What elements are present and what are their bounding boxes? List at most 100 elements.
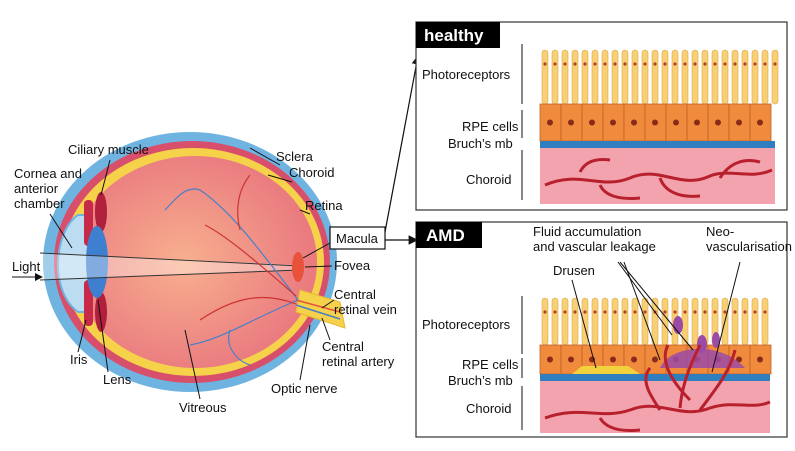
amd-label-neo: Neo-vascularisation [706, 224, 792, 254]
photoreceptor [761, 49, 769, 105]
healthy-label-bruch: Bruch’s mb [448, 136, 513, 151]
photoreceptor [751, 49, 759, 105]
photoreceptor-nucleus [603, 62, 607, 66]
photoreceptor [611, 49, 619, 105]
photoreceptor-nucleus [573, 310, 577, 314]
photoreceptor [731, 297, 739, 346]
rpe-nucleus [715, 119, 721, 126]
rpe-layer-amd [539, 344, 772, 375]
photoreceptor [661, 49, 669, 105]
photoreceptor-nucleus [633, 310, 637, 314]
bruch-membrane [540, 141, 775, 148]
label-choroid: Choroid [289, 165, 335, 180]
fovea [292, 252, 304, 282]
healthy-label-rpe: RPE cells [462, 119, 519, 134]
healthy-title: healthy [424, 26, 484, 45]
photoreceptor-nucleus [673, 62, 677, 66]
amd-title: AMD [426, 226, 465, 245]
photoreceptor-nucleus [643, 62, 647, 66]
photoreceptor [601, 297, 609, 346]
photoreceptor-nucleus [583, 62, 587, 66]
photoreceptor-nucleus [763, 310, 767, 314]
photoreceptor-nucleus [693, 62, 697, 66]
drusen-deposit [572, 366, 640, 374]
photoreceptor [691, 297, 699, 346]
photoreceptor-nucleus [713, 310, 717, 314]
healthy-label-photoreceptors: Photoreceptors [422, 67, 511, 82]
photoreceptor-nucleus [743, 62, 747, 66]
photoreceptor [641, 297, 649, 346]
photoreceptor [651, 49, 659, 105]
rpe-nucleus [736, 119, 742, 126]
rpe-nucleus [631, 356, 637, 363]
rpe-layer [539, 103, 772, 142]
vitreous-body [73, 156, 317, 368]
eye-cross-section [39, 132, 346, 392]
photoreceptor [621, 297, 629, 346]
photoreceptor [611, 297, 619, 346]
rpe-nucleus [568, 119, 574, 126]
photoreceptor [561, 49, 569, 105]
macula-box [329, 226, 386, 250]
amd-pointer-lines [521, 261, 741, 430]
photoreceptor [751, 297, 759, 346]
photoreceptor [601, 49, 609, 105]
photoreceptor [551, 297, 559, 346]
photoreceptor-nucleus [723, 310, 727, 314]
arrow-to-healthy [384, 54, 422, 233]
photoreceptor [721, 49, 729, 105]
fluid-bubble [712, 332, 720, 348]
rpe-nucleus [547, 119, 553, 126]
photoreceptor-nucleus [723, 62, 727, 66]
photoreceptor-nucleus [613, 62, 617, 66]
rpe-nucleus [610, 119, 616, 126]
photoreceptor-nucleus [733, 310, 737, 314]
rpe-nucleus [610, 356, 616, 363]
rpe-nucleus [757, 119, 763, 126]
photoreceptor [701, 49, 709, 105]
rpe-nucleus [652, 119, 658, 126]
photoreceptor [591, 49, 599, 105]
photoreceptor [631, 49, 639, 105]
healthy-title-bg [416, 22, 500, 48]
photoreceptor [641, 49, 649, 105]
label-macula: Macula [336, 231, 379, 246]
amd-label-drusen: Drusen [553, 263, 595, 278]
healthy-panel: healthy Photoreceptors RPE cells Bruch’s… [415, 21, 788, 211]
lens [86, 226, 108, 298]
photoreceptor-nucleus [633, 62, 637, 66]
photoreceptor [771, 49, 779, 105]
photoreceptor [581, 49, 589, 105]
photoreceptor-nucleus [743, 310, 747, 314]
amd-label-bruch: Bruch’s mb [448, 373, 513, 388]
label-retina: Retina [305, 198, 343, 213]
photoreceptor-nucleus [733, 62, 737, 66]
neovascular-vessels [544, 344, 771, 432]
photoreceptor [541, 49, 549, 105]
photoreceptor-nucleus [623, 310, 627, 314]
photoreceptor [571, 49, 579, 105]
healthy-label-choroid: Choroid [466, 172, 512, 187]
photoreceptor-nucleus [663, 62, 667, 66]
photoreceptor-nucleus [753, 62, 757, 66]
photoreceptor-nucleus [773, 62, 777, 66]
rpe-nucleus [547, 356, 553, 363]
light-beam [40, 253, 300, 280]
choroid-vessels [544, 158, 773, 200]
amd-label-photoreceptors: Photoreceptors [422, 317, 511, 332]
photoreceptor-nucleus [703, 62, 707, 66]
photoreceptor [551, 49, 559, 105]
photoreceptor-nucleus [713, 62, 717, 66]
bruch-membrane-amd [540, 374, 770, 381]
photoreceptor [631, 297, 639, 346]
photoreceptor-layer-amd [541, 297, 769, 346]
photoreceptor [741, 297, 749, 346]
photoreceptor-nucleus [583, 310, 587, 314]
photoreceptor-nucleus [573, 62, 577, 66]
photoreceptor [691, 49, 699, 105]
